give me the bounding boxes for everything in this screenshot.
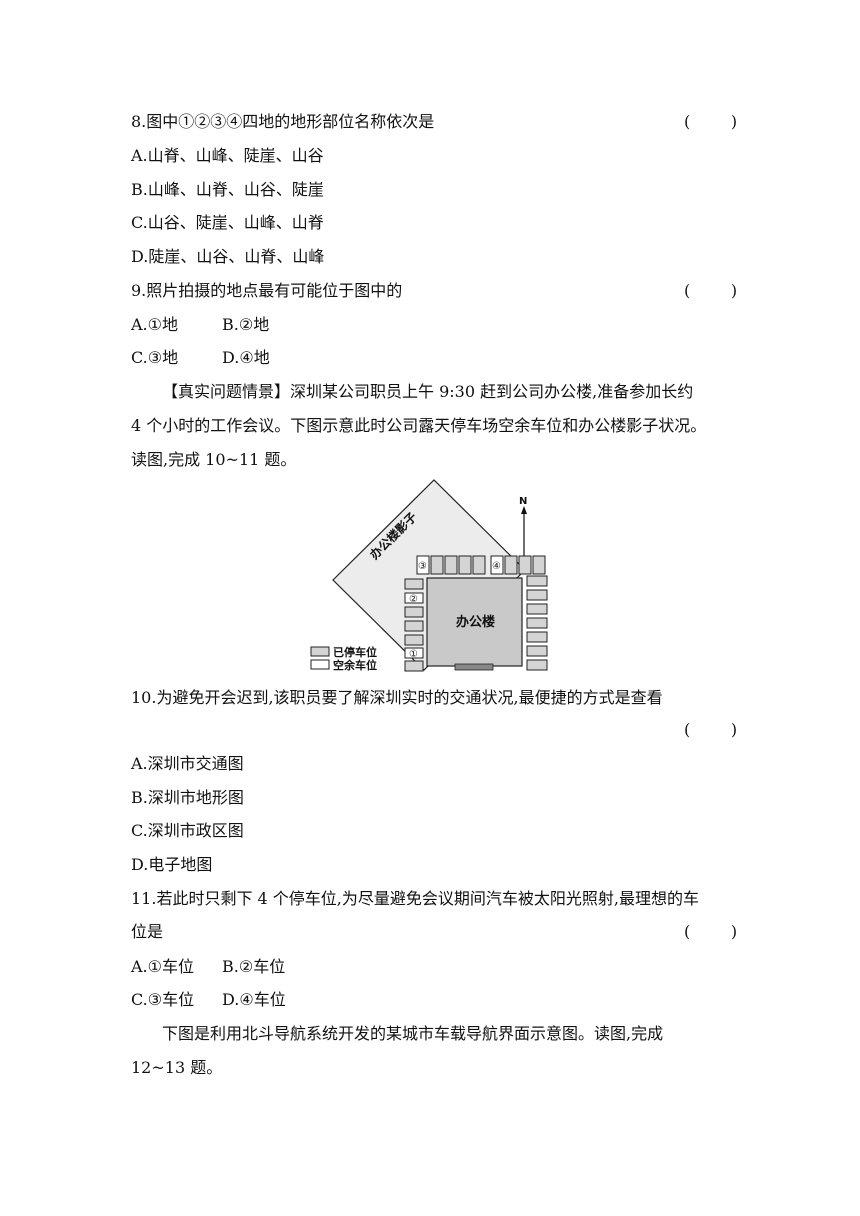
legend-empty-label: 空余车位 — [333, 658, 377, 672]
q8-option-c: C.山谷、陡崖、山峰、山脊 — [131, 213, 324, 232]
office-building — [426, 577, 523, 667]
legend-occupied-label: 已停车位 — [333, 645, 377, 659]
parking-space-3 — [416, 555, 430, 575]
parking-space — [404, 634, 424, 646]
q10-stem: 10.为避免开会迟到,该职员要了解深圳实时的交通状况,最便捷的方式是查看 — [131, 688, 663, 707]
legend-swatch-occupied — [310, 646, 330, 657]
parking-space — [526, 631, 548, 643]
parking-space — [444, 555, 458, 575]
parking-lot-figure: 办公楼影子 N ③ ④ ② ① 办公楼 — [310, 479, 548, 672]
q10-option-d: D.电子地图 — [131, 855, 213, 874]
left-column-spaces — [404, 578, 424, 672]
q9-option-c: C.③地 — [131, 348, 179, 367]
q11-option-c: C.③车位 — [131, 990, 195, 1009]
q11-option-a: A.①车位 — [131, 957, 194, 976]
parking-space — [526, 589, 548, 601]
parking-space-4 — [490, 555, 504, 575]
q10-option-b: B.深圳市地形图 — [131, 788, 244, 807]
top-row-spaces — [416, 555, 546, 575]
context2-line-2: 12~13 题。 — [131, 1058, 223, 1077]
parking-space — [504, 555, 518, 575]
parking-space — [404, 578, 424, 590]
context1-line-3: 读图,完成 10~11 题。 — [131, 450, 297, 469]
north-label: N — [519, 496, 527, 507]
parking-space — [472, 555, 486, 575]
q11-stem-line-2: 位是 — [131, 922, 164, 941]
parking-space — [526, 659, 548, 671]
parking-space — [526, 645, 548, 657]
q8-option-b: B.山峰、山脊、山谷、陡崖 — [131, 180, 324, 199]
q8-option-a: A.山脊、山峰、陡崖、山谷 — [131, 146, 324, 165]
parking-space — [404, 620, 424, 632]
q11-answer-paren: ( ) — [684, 922, 738, 941]
building-entrance — [454, 663, 494, 671]
spot-marker-4: ④ — [492, 561, 501, 572]
q8-answer-paren: ( ) — [684, 112, 738, 131]
q9-stem: 9.照片拍摄的地点最有可能位于图中的 — [131, 281, 403, 300]
context1-line-1: 【真实问题情景】深圳某公司职员上午 9:30 赶到公司办公楼,准备参加长约 — [162, 382, 694, 401]
parking-space — [404, 606, 424, 618]
q8-stem: 8.图中①②③④四地的地形部位名称依次是 — [131, 112, 435, 131]
q11-option-d: D.④车位 — [222, 990, 286, 1009]
q10-option-c: C.深圳市政区图 — [131, 821, 244, 840]
parking-space — [526, 575, 548, 587]
context1-line-2: 4 个小时的工作会议。下图示意此时公司露天停车场空余车位和办公楼影子状况。 — [131, 416, 707, 435]
q11-stem-line-1: 11.若此时只剩下 4 个停车位,为尽量避免会议期间汽车被太阳光照射,最理想的车 — [131, 889, 699, 908]
q10-option-a: A.深圳市交通图 — [131, 754, 244, 773]
q9-option-d: D.④地 — [222, 348, 270, 367]
q10-answer-paren: ( ) — [684, 720, 738, 739]
parking-space — [404, 660, 424, 672]
spot-marker-3: ③ — [418, 561, 427, 572]
building-label: 办公楼 — [456, 614, 495, 630]
parking-space — [430, 555, 444, 575]
q11-option-b: B.②车位 — [222, 957, 286, 976]
spot-marker-1: ① — [409, 649, 418, 660]
parking-space — [532, 555, 546, 575]
parking-space — [458, 555, 472, 575]
right-column-spaces — [526, 575, 548, 671]
parking-space — [518, 555, 532, 575]
figure-legend: 已停车位 空余车位 — [310, 645, 377, 672]
spot-marker-2: ② — [409, 594, 418, 605]
parking-space-1 — [404, 647, 424, 659]
q9-option-b: B.②地 — [222, 315, 270, 334]
parking-space — [526, 603, 548, 615]
legend-swatch-empty — [310, 659, 330, 670]
q8-option-d: D.陡崖、山谷、山脊、山峰 — [131, 247, 325, 266]
parking-space-2 — [404, 592, 424, 604]
q9-answer-paren: ( ) — [684, 281, 738, 300]
north-arrow-head — [521, 506, 527, 514]
context2-line-1: 下图是利用北斗导航系统开发的某城市车载导航界面示意图。读图,完成 — [162, 1024, 664, 1043]
parking-space — [526, 617, 548, 629]
q9-option-a: A.①地 — [131, 315, 178, 334]
